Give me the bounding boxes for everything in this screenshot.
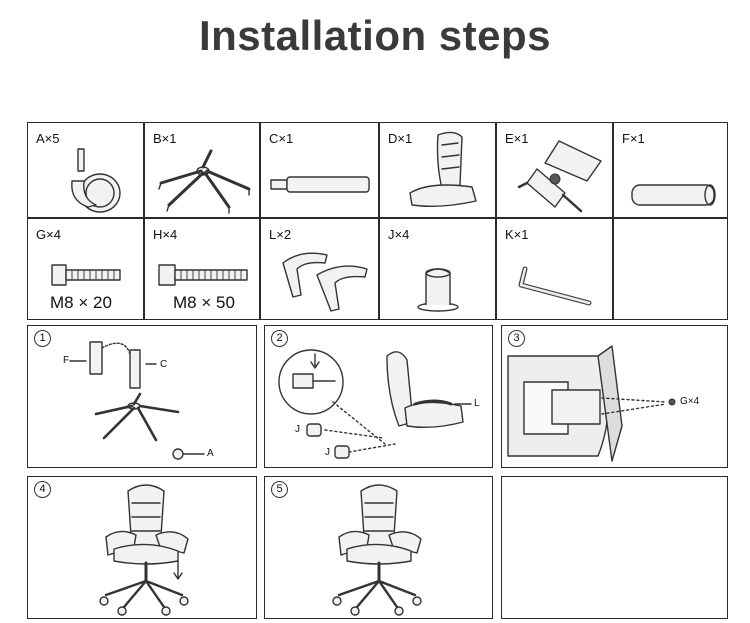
callout-g: G×4 <box>680 396 700 407</box>
callout-a: A <box>207 448 214 459</box>
step-number: 2 <box>271 330 288 347</box>
step-5-panel: 5 <box>264 476 493 619</box>
part-label: E×1 <box>505 131 529 146</box>
part-cell-k: K×1 <box>496 218 613 320</box>
callout-j: J <box>295 424 300 435</box>
part-cell-d: D×1 <box>379 122 496 218</box>
part-cell-f: F×1 <box>613 122 728 218</box>
caster-wheel-icon <box>71 148 121 213</box>
part-cell-a: A×5 <box>27 122 144 218</box>
part-cell-empty <box>613 218 728 320</box>
hex-key-icon <box>518 266 592 306</box>
cylinder-cover-icon <box>631 184 716 206</box>
tilt-mechanism-icon <box>517 140 602 213</box>
part-label: F×1 <box>622 131 645 146</box>
callout-f: F <box>63 355 70 366</box>
page-title: Installation steps <box>198 12 552 59</box>
part-label: J×4 <box>388 227 410 242</box>
part-cell-c: C×1 <box>260 122 379 218</box>
part-cell-e: E×1 <box>496 122 613 218</box>
step-number: 5 <box>271 481 288 498</box>
callout-l: L <box>474 398 480 409</box>
part-label: H×4 <box>153 227 178 242</box>
empty-panel <box>501 476 728 619</box>
callout-j: J <box>325 447 330 458</box>
step-number: 4 <box>34 481 51 498</box>
seat-backrest-icon <box>409 131 477 208</box>
part-label: K×1 <box>505 227 529 242</box>
bolt-spec: M8 × 20 <box>50 293 112 312</box>
part-label: D×1 <box>388 131 413 146</box>
part-label: G×4 <box>36 227 61 242</box>
step-3-panel: 3 G×4 <box>501 325 728 468</box>
part-label: L×2 <box>269 227 292 242</box>
short-bolt-icon <box>51 264 121 286</box>
part-cell-b: B×1 <box>144 122 260 218</box>
part-cell-l: L×2 <box>260 218 379 320</box>
step-2-illustration <box>278 349 472 459</box>
step-number: 3 <box>508 330 525 347</box>
step-2-panel: 2 L J J <box>264 325 493 468</box>
cap-icon <box>417 268 459 312</box>
bolt-spec: M8 × 50 <box>173 293 235 312</box>
step-1-panel: 1 F C A <box>27 325 257 468</box>
step-4-panel: 4 <box>27 476 257 619</box>
part-cell-g: G×4 M8 × 20 <box>27 218 144 320</box>
part-label: A×5 <box>36 131 60 146</box>
part-label: C×1 <box>269 131 294 146</box>
step-4-illustration <box>99 484 189 616</box>
part-label: B×1 <box>153 131 177 146</box>
step-number: 1 <box>34 330 51 347</box>
part-cell-j: J×4 <box>379 218 496 320</box>
chair-base-icon <box>158 149 251 214</box>
gas-lift-icon <box>270 176 370 193</box>
long-bolt-icon <box>158 264 248 286</box>
step-5-illustration <box>332 484 422 616</box>
step-3-illustration <box>507 345 676 462</box>
part-cell-h: H×4 M8 × 50 <box>144 218 260 320</box>
step-1-illustration <box>69 341 205 460</box>
armrest-icon <box>282 252 368 312</box>
callout-c: C <box>160 359 168 370</box>
